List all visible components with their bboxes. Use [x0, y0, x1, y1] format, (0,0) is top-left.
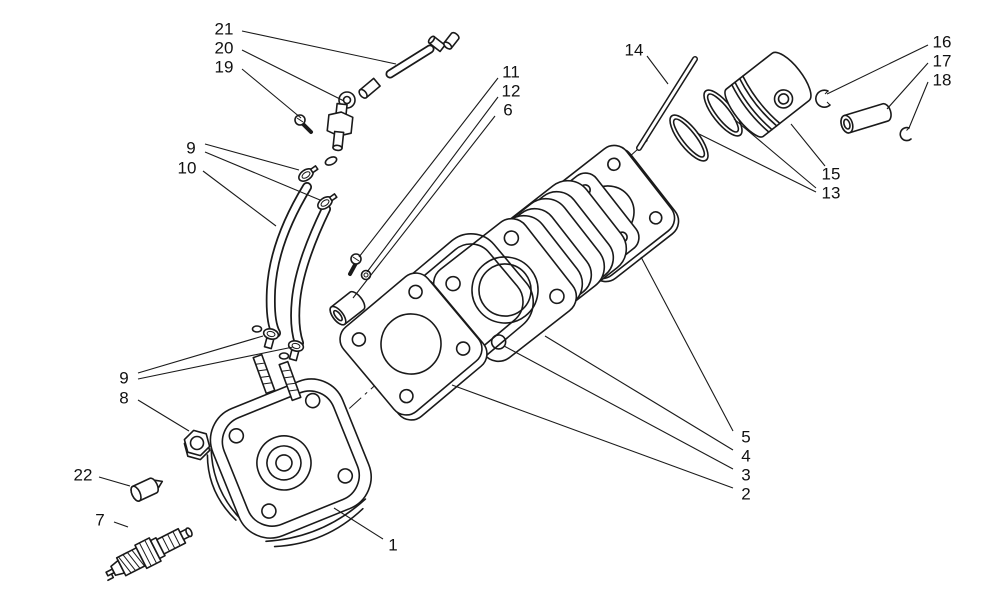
- leader-line: [204, 151, 321, 201]
- head-stud: [252, 353, 276, 395]
- part-19-bleed-screw: [294, 114, 313, 134]
- part-8-nut: [183, 429, 211, 461]
- leader-line: [358, 77, 499, 258]
- part-17-piston-pin: [840, 102, 892, 134]
- part-number-label: 11: [502, 63, 520, 82]
- part-number-label: 1: [388, 536, 397, 555]
- part-number-label: 18: [933, 71, 952, 90]
- part-22-cap: [130, 477, 164, 502]
- part-number-label: 15: [822, 165, 841, 184]
- part-number-label: 9: [119, 369, 128, 388]
- leader-line: [98, 476, 131, 487]
- part-9-clips-top: [298, 165, 338, 210]
- part-number-label: 21: [215, 20, 234, 39]
- leader-line: [451, 384, 734, 489]
- leader-line: [241, 30, 397, 65]
- part-9-clips-bottom: [251, 325, 305, 362]
- leader-line: [826, 44, 929, 95]
- part-number-label: 16: [933, 33, 952, 52]
- part-number-label: 13: [822, 184, 841, 203]
- head-stud: [278, 360, 302, 402]
- leader-line: [366, 96, 499, 273]
- leader-line: [696, 132, 817, 193]
- leader-line: [202, 170, 277, 227]
- part-7-spark-plug: [105, 527, 193, 582]
- part-number-label: 2: [741, 485, 750, 504]
- leader-line: [352, 115, 496, 299]
- part-number-label: 9: [186, 139, 195, 158]
- part-11-screw: [348, 253, 362, 276]
- leader-line: [137, 335, 264, 374]
- part-number-label: 4: [741, 447, 750, 466]
- part-21-vent-hose: [385, 31, 460, 79]
- leader-line: [646, 55, 669, 85]
- leader-line: [886, 62, 929, 110]
- part-number-label: 7: [95, 511, 104, 530]
- leader-line: [113, 521, 129, 528]
- part-number-label: 3: [741, 466, 750, 485]
- leader-line: [241, 49, 345, 102]
- part-14-needle-rod: [636, 56, 698, 151]
- part-number-label: 10: [178, 159, 197, 178]
- part-number-label: 20: [215, 39, 234, 58]
- leader-line: [137, 346, 294, 380]
- part-1-cylinder-head: [206, 353, 372, 548]
- part-number-label: 6: [503, 101, 512, 120]
- part-2-head-gasket: [339, 272, 488, 421]
- leader-line: [544, 335, 734, 451]
- leader-line: [908, 81, 929, 129]
- leader-line: [204, 143, 300, 171]
- leader-line: [790, 123, 826, 167]
- part-number-label: 8: [119, 389, 128, 408]
- leader-line: [137, 399, 190, 432]
- leader-line: [241, 68, 302, 119]
- part-number-label: 12: [502, 82, 521, 101]
- part-20-banjo-valve: [324, 77, 381, 166]
- part-16-circlip: [815, 89, 831, 108]
- part-number-label: 14: [625, 41, 644, 60]
- part-4-cylinder: [432, 172, 640, 363]
- part-10-hoses: [265, 182, 331, 348]
- part-number-label: 19: [215, 58, 234, 77]
- part-number-label: 5: [741, 428, 750, 447]
- part-number-label: 22: [74, 466, 93, 485]
- leader-line: [733, 118, 817, 189]
- leader-line: [640, 256, 734, 432]
- part-18-circlip: [899, 126, 912, 142]
- part-15-piston: [724, 51, 812, 138]
- leader-line: [333, 507, 384, 540]
- leader-line: [503, 345, 734, 470]
- part-number-label: 17: [933, 52, 952, 71]
- part-6-bushing: [329, 290, 366, 326]
